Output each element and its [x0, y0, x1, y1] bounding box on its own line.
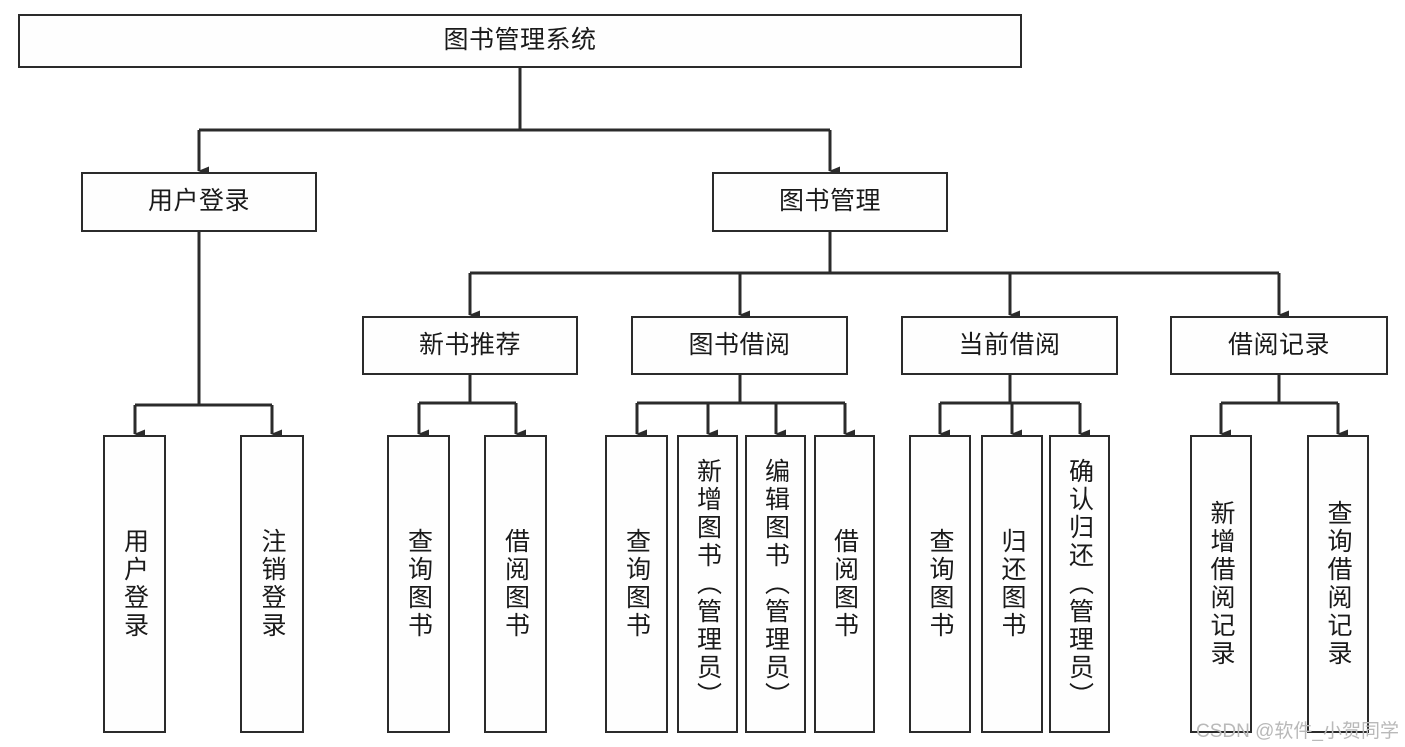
- node-l11[interactable]: 确认归还（管理员）: [1049, 435, 1110, 733]
- node-l3[interactable]: 查询图书: [387, 435, 450, 733]
- node-label: 借阅记录: [1227, 330, 1330, 359]
- node-l6[interactable]: 新增图书（管理员）: [677, 435, 738, 733]
- watermark-text: CSDN @软件_小贺同学: [1196, 721, 1399, 742]
- node-label: 借阅图书: [501, 528, 530, 640]
- node-label: 编辑图书（管理员）: [761, 458, 790, 710]
- node-label: 图书管理: [778, 187, 881, 216]
- node-l13[interactable]: 查询借阅记录: [1307, 435, 1369, 733]
- node-l8[interactable]: 借阅图书: [814, 435, 875, 733]
- node-label: 确认归还（管理员）: [1065, 458, 1094, 710]
- node-label: 新书推荐: [418, 330, 521, 359]
- edges: [133, 68, 1348, 439]
- node-label: 图书管理系统: [443, 26, 597, 55]
- node-label: 新增图书（管理员）: [693, 458, 722, 710]
- node-label: 借阅图书: [830, 528, 859, 640]
- node-l2[interactable]: 注销登录: [240, 435, 304, 733]
- node-n3d[interactable]: 借阅记录: [1170, 316, 1388, 375]
- node-label: 查询图书: [622, 528, 651, 640]
- node-l10[interactable]: 归还图书: [981, 435, 1043, 733]
- node-n3c[interactable]: 当前借阅: [901, 316, 1118, 375]
- node-l12[interactable]: 新增借阅记录: [1190, 435, 1252, 733]
- node-label: 图书借阅: [688, 330, 791, 359]
- node-label: 归还图书: [998, 528, 1026, 640]
- node-label: 用户登录: [120, 528, 149, 640]
- node-l5[interactable]: 查询图书: [605, 435, 668, 733]
- node-label: 当前借阅: [958, 330, 1061, 359]
- node-label: 新增借阅记录: [1207, 500, 1235, 668]
- node-n2a[interactable]: 用户登录: [81, 172, 317, 232]
- node-n3a[interactable]: 新书推荐: [362, 316, 578, 375]
- node-label: 用户登录: [147, 187, 250, 216]
- node-root[interactable]: 图书管理系统: [18, 14, 1022, 68]
- node-l9[interactable]: 查询图书: [909, 435, 971, 733]
- node-label: 查询图书: [404, 528, 433, 640]
- node-l7[interactable]: 编辑图书（管理员）: [745, 435, 806, 733]
- node-label: 查询图书: [926, 528, 954, 640]
- node-n3b[interactable]: 图书借阅: [631, 316, 848, 375]
- node-label: 注销登录: [258, 528, 286, 640]
- node-l1[interactable]: 用户登录: [103, 435, 166, 733]
- node-label: 查询借阅记录: [1324, 500, 1352, 668]
- node-n2b[interactable]: 图书管理: [712, 172, 948, 232]
- node-l4[interactable]: 借阅图书: [484, 435, 547, 733]
